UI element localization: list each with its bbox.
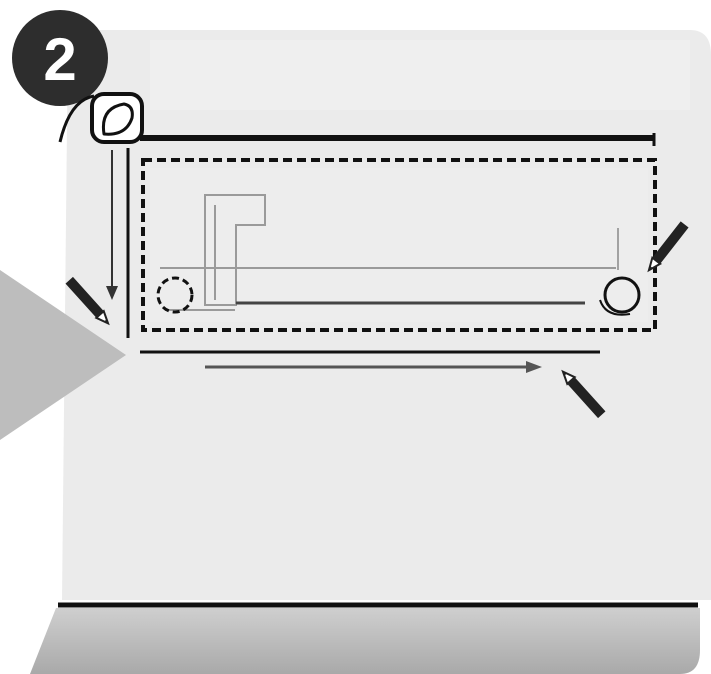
pencil-icon — [65, 276, 110, 326]
floor-strip — [30, 608, 700, 674]
numbered-circle-badge — [12, 10, 108, 106]
big-triangle-arrow — [0, 270, 126, 440]
dashed-inner-shade — [150, 168, 648, 322]
left-hole-marker — [156, 276, 194, 314]
down-arrow — [106, 150, 118, 300]
dashed-outline — [141, 158, 657, 332]
step-number: 2 — [43, 26, 76, 93]
wall-highlight — [150, 40, 690, 110]
pencil-icon — [561, 369, 606, 419]
right-arrow — [205, 361, 542, 373]
pencil-icon — [647, 221, 689, 273]
right-hole-marker — [599, 276, 641, 316]
cabinet-outline — [160, 194, 616, 311]
tape-measure-icon — [58, 92, 144, 144]
step-badge: 2 — [12, 10, 108, 106]
